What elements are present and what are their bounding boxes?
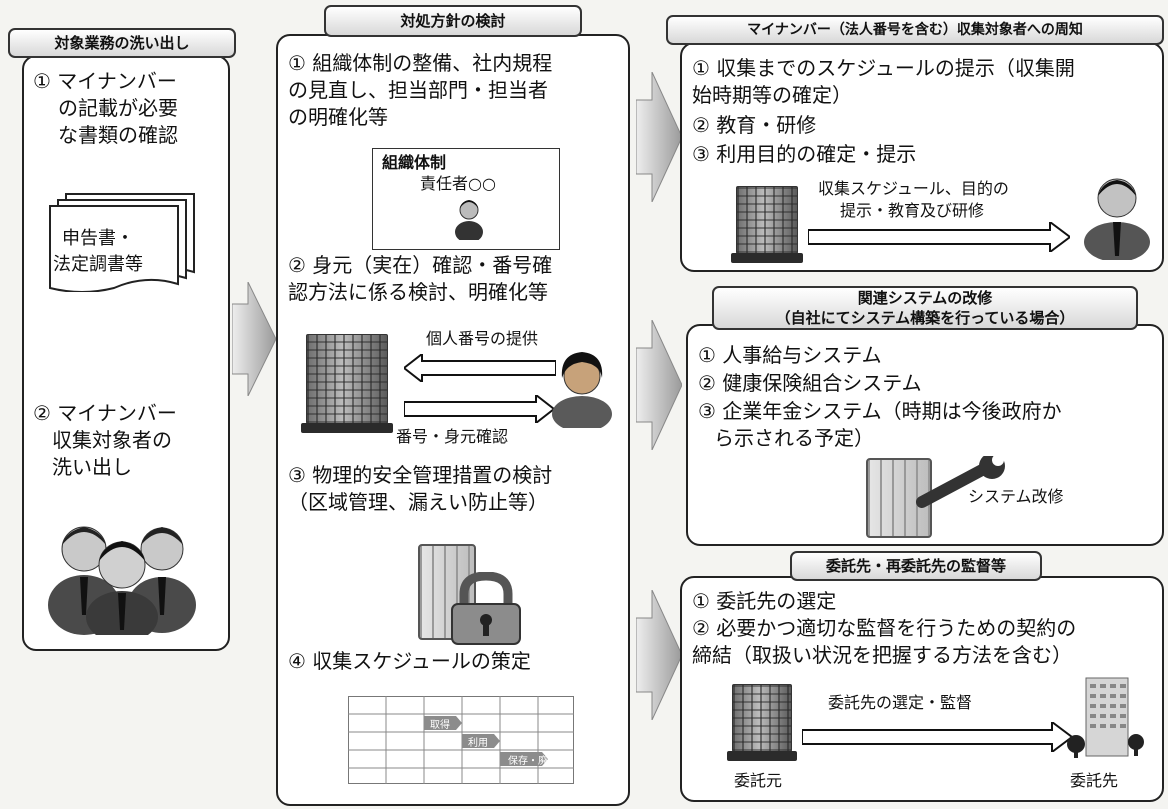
individual-person-icon [550, 346, 614, 432]
right-bottom-item2-line2: 締結（取扱い状況を把握する方法を含む） [692, 643, 1072, 667]
padlock-icon [446, 571, 526, 646]
system-improvement-label: システム改修 [968, 487, 1064, 506]
schedule-grid [348, 696, 574, 784]
provide-number-label: 個人番号の提供 [426, 329, 539, 348]
right-mid-item3-line2: ら示される予定） [714, 426, 874, 450]
employee-person-icon [1082, 168, 1152, 262]
left-item2-line3: 洗い出し [52, 455, 132, 479]
flow-arrow-left-to-middle [231, 281, 277, 397]
notice-arrow [807, 220, 1072, 254]
provide-number-arrow [402, 351, 557, 385]
right-mid-header: 関連システムの改修 （自社にてシステム構築を行っている場合） [712, 286, 1138, 330]
entrusting-company-building-icon [727, 684, 797, 761]
right-top-item1-line2: 始時期等の確定） [692, 83, 852, 107]
schedule-label-store-dispose: 保存・廃棄 [508, 756, 558, 767]
right-mid-header-line1: 関連システムの改修 [857, 289, 993, 307]
middle-item1-line1: ① 組織体制の整備、社内規程 [288, 51, 553, 75]
contractor-tower-icon [1062, 674, 1146, 760]
right-top-header: マイナンバー（法人番号を含む）収集対象者への周知 [666, 15, 1164, 45]
middle-item3-line2: （区域管理、漏えい防止等） [288, 490, 548, 514]
right-top-item1-line1: ① 収集までのスケジュールの提示（収集開 [692, 56, 1075, 80]
right-bottom-item1: ① 委託先の選定 [692, 589, 837, 613]
org-chart-person-label: 責任者○○ [420, 174, 496, 193]
notice-arrow-label-line1: 収集スケジュール、目的の [818, 179, 1009, 198]
manager-person-icon [454, 196, 484, 243]
middle-item1-line3: の明確化等 [288, 105, 388, 129]
schedule-label-acquire: 取得 [430, 720, 450, 731]
right-top-item3: ③ 利用目的の確定・提示 [692, 142, 917, 166]
right-mid-item1: ① 人事給与システム [698, 343, 882, 367]
outsourcing-arrow [801, 720, 1074, 754]
flow-arrow-middle-to-right-top [635, 71, 683, 203]
right-bottom-header: 委託先・再委託先の監督等 [790, 551, 1042, 581]
verify-number-arrow [403, 392, 556, 426]
right-bottom-item2-line1: ② 必要かつ適切な監督を行うための契約の [692, 616, 1077, 640]
middle-item4: ④ 収集スケジュールの策定 [288, 649, 531, 673]
left-item1-line3: な書類の確認 [58, 123, 178, 147]
contractor-label: 委託先 [1070, 771, 1119, 790]
flow-arrow-middle-to-right-mid [635, 319, 683, 451]
company-building-icon [301, 334, 393, 433]
left-item1-line2: の記載が必要 [58, 96, 178, 120]
middle-item1-line2: の見直し、担当部門・担当者 [288, 78, 548, 102]
right-mid-item2: ② 健康保険組合システム [698, 371, 922, 395]
middle-item2-line1: ② 身元（実在）確認・番号確 [288, 253, 553, 277]
middle-header: 対処方針の検討 [324, 5, 582, 37]
people-group-icon [42, 505, 202, 643]
schedule-label-use: 利用 [468, 738, 488, 749]
notice-arrow-label-line2: 提示・教育及び研修 [840, 201, 985, 220]
doc-text-line1: 申告書・ [62, 228, 134, 249]
left-header: 対象業務の洗い出し [8, 28, 236, 58]
document-stack-icon [44, 192, 202, 293]
doc-text-line2: 法定調書等 [53, 254, 143, 275]
entrusting-party-label: 委託元 [734, 771, 783, 790]
left-item1-line1: ① マイナンバー [33, 69, 177, 93]
outsourcing-arrow-label: 委託先の選定・監督 [828, 693, 973, 712]
right-mid-header-line2: （自社にてシステム構築を行っている場合） [775, 309, 1075, 327]
flow-arrow-middle-to-right-bottom [635, 589, 683, 721]
middle-item2-line2: 認方法に係る検討、明確化等 [288, 280, 548, 304]
right-top-item2: ② 教育・研修 [692, 113, 817, 137]
right-mid-item3-line1: ③ 企業年金システム（時期は今後政府か [698, 399, 1062, 423]
company-building-icon-notice [731, 186, 803, 263]
left-item2-line1: ② マイナンバー [33, 401, 177, 425]
verify-number-label: 番号・身元確認 [396, 427, 509, 446]
middle-item3-line1: ③ 物理的安全管理措置の検討 [288, 463, 553, 487]
left-item2-line2: 収集対象者の [52, 428, 172, 452]
wrench-icon [912, 453, 1012, 516]
org-chart-title: 組織体制 [382, 153, 447, 172]
